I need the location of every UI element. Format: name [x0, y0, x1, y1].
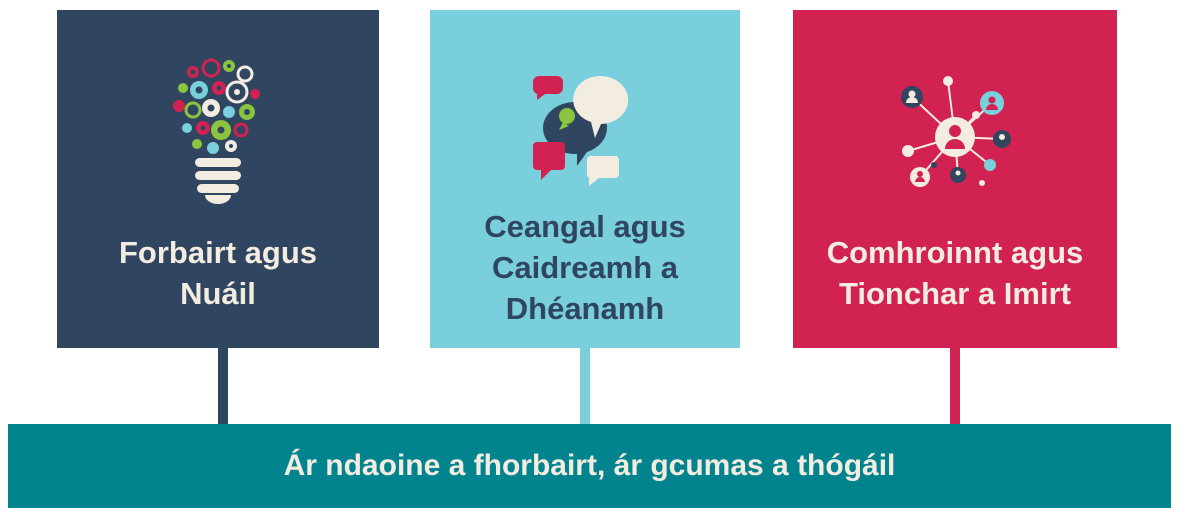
speech-bubbles-icon	[532, 76, 629, 186]
connector-line	[580, 348, 590, 426]
foundation-label: Ár ndaoine a fhorbairt, ár gcumas a thóg…	[283, 449, 896, 482]
connector-line	[218, 348, 228, 426]
card-share-impact: Comhroinnt agus Tionchar a Imirt	[793, 10, 1117, 348]
foundation-bar: Ár ndaoine a fhorbairt, ár gcumas a thóg…	[8, 424, 1171, 508]
network-people-icon	[901, 76, 1011, 187]
lightbulb-gears-icon	[173, 58, 260, 204]
card-title: Forbairt agus Nuáil	[118, 235, 318, 311]
card-title: Ceangal agus Caidreamh a Dhéanamh	[484, 209, 686, 326]
card-title: Comhroinnt agus Tionchar a Imirt	[826, 235, 1084, 311]
card-connect-relationships: Ceangal agus Caidreamh a Dhéanamh	[430, 10, 740, 348]
card-development-innovation: Forbairt agus Nuáil	[57, 10, 379, 348]
connector-line	[950, 348, 960, 426]
